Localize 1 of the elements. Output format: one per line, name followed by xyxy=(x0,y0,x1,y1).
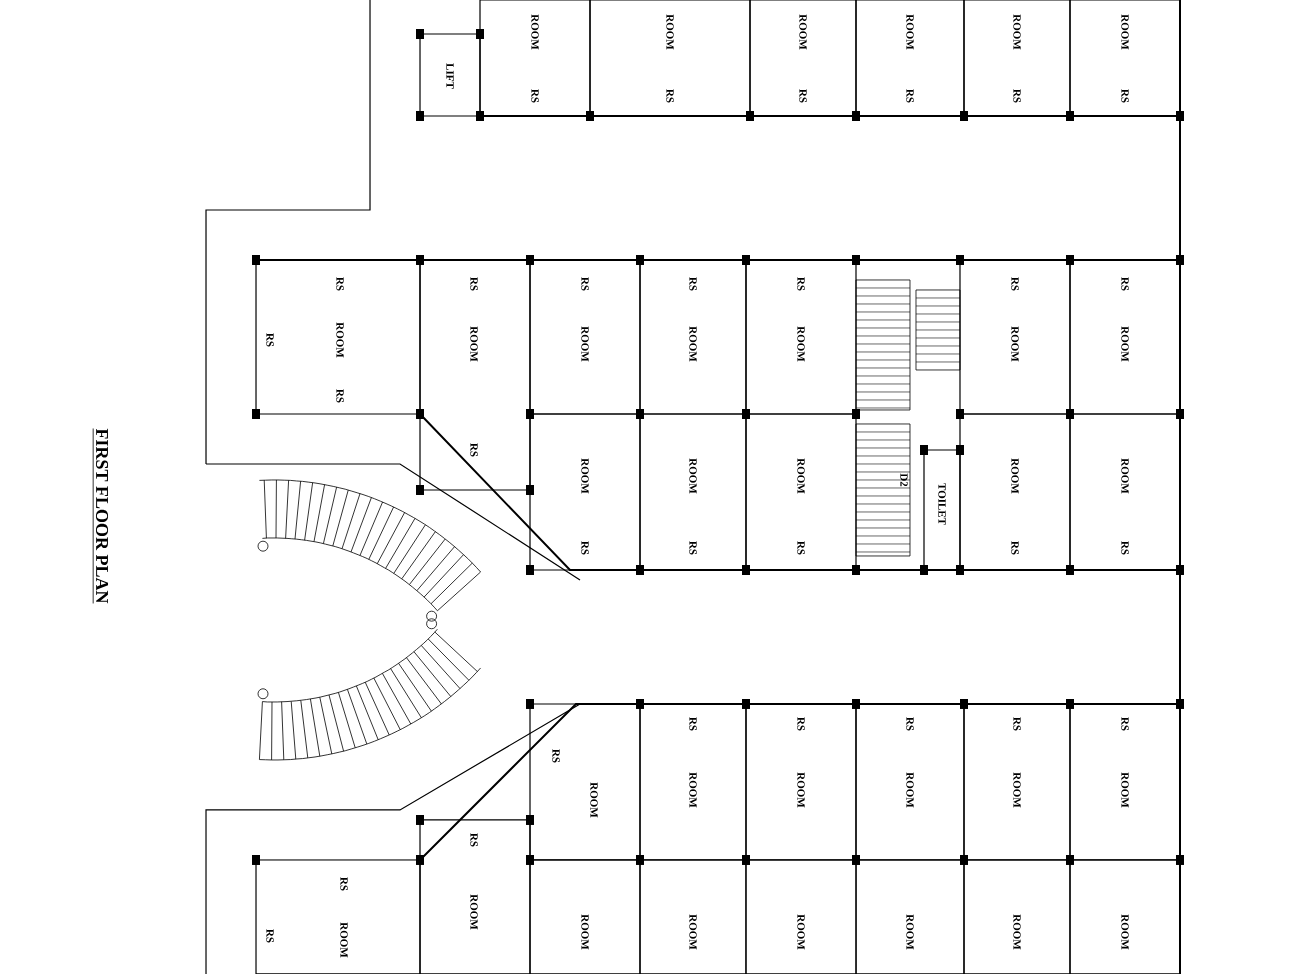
plan-title: FIRST FLOOR PLAN xyxy=(92,428,109,604)
